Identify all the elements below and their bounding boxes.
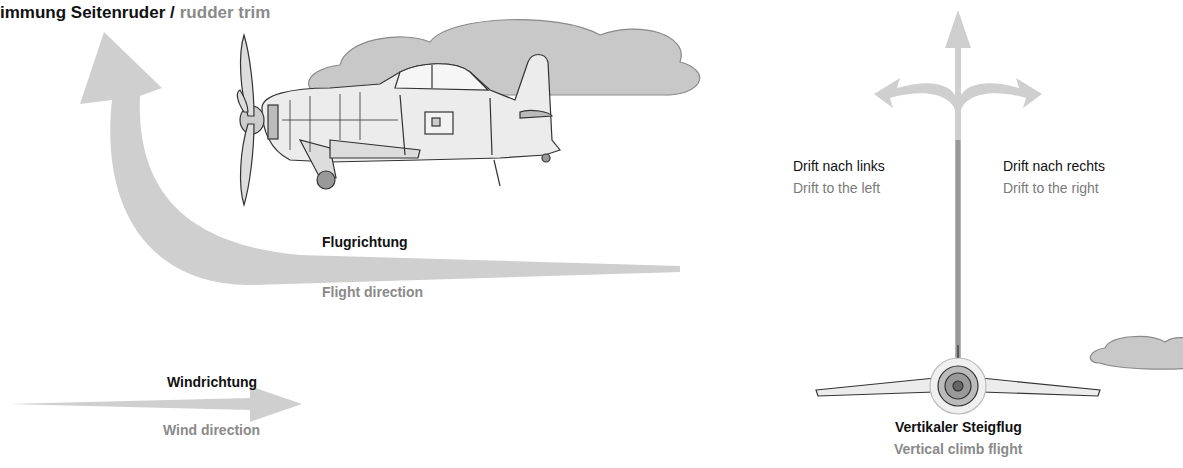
flight-direction-arrow [80, 32, 680, 285]
label-text: Flight direction [322, 284, 423, 301]
cloud [309, 20, 700, 95]
label-text: Vertikaler Steigflug [895, 419, 1022, 436]
label-text: Drift to the right [1003, 180, 1099, 197]
climb-shaft [956, 140, 961, 380]
title-text: immung Seitenruder / [0, 3, 175, 23]
label-text: Drift to the left [793, 180, 880, 197]
label-text: Wind direction [163, 422, 260, 439]
label-text: Flugrichtung [322, 234, 408, 251]
label-text: Drift nach links [793, 158, 885, 175]
cloud [1090, 336, 1183, 369]
title-text: rudder trim [180, 3, 271, 23]
aircraft-front-view [816, 345, 1100, 414]
label-text: Drift nach rechts [1003, 158, 1105, 175]
label-text: Windrichtung [167, 374, 257, 391]
wind-direction-arrow [8, 386, 302, 422]
aircraft-side-view [237, 35, 560, 205]
label-text: Vertical climb flight [894, 441, 1022, 458]
